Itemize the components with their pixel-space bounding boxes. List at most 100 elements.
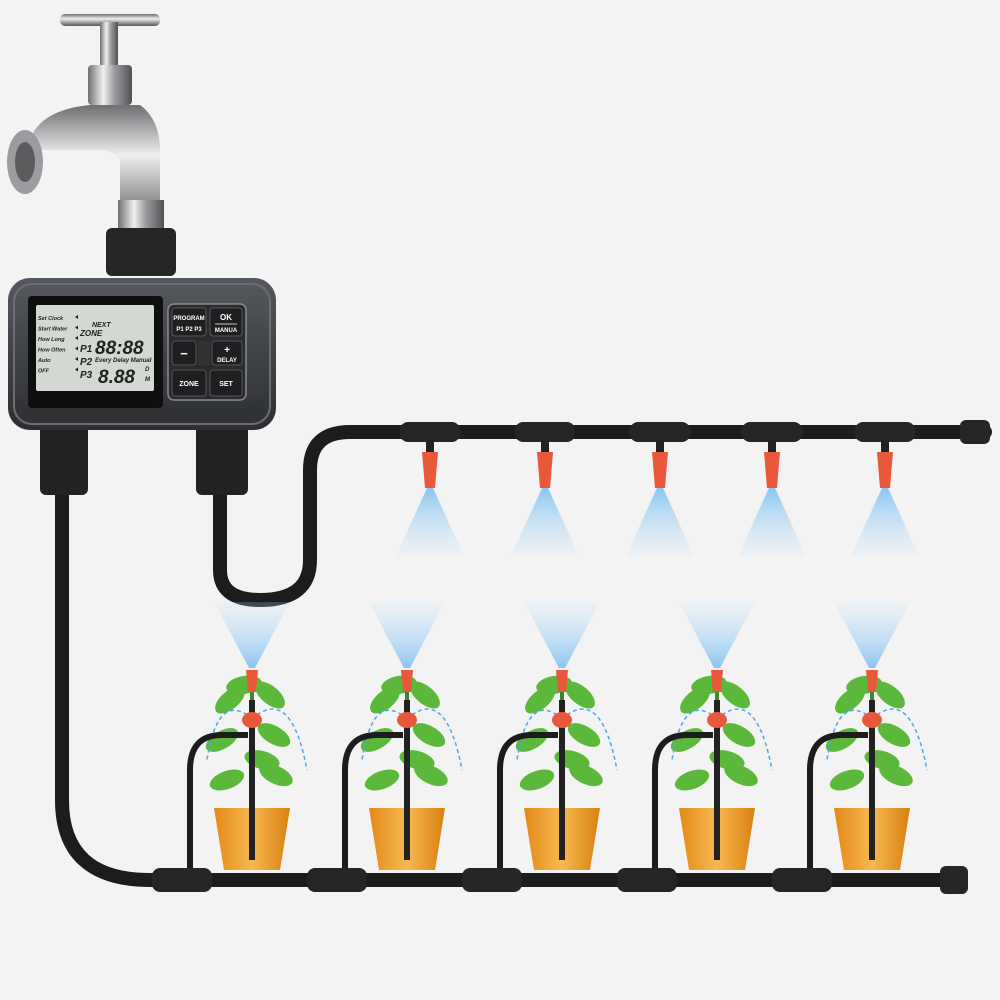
- tee-fitting: [515, 422, 575, 442]
- leaf: [875, 681, 905, 709]
- dripper-nozzle: [556, 670, 568, 692]
- leaf: [257, 723, 291, 747]
- feeder-tube: [187, 732, 248, 872]
- dripper-nozzle: [537, 452, 553, 488]
- water-spray: [214, 602, 290, 668]
- main-hose-top: [213, 425, 992, 608]
- feeder-tube: [497, 732, 558, 872]
- dripper-nozzle: [711, 670, 723, 692]
- water-arc: [876, 708, 928, 771]
- feeder-tube: [807, 732, 868, 872]
- feeder-tube: [342, 732, 403, 872]
- button-divider: [198, 341, 210, 365]
- leaf: [829, 769, 865, 791]
- potted-plant-with-stake: [772, 602, 928, 892]
- lcd-arrow-icon: [75, 346, 78, 351]
- water-arc: [721, 708, 773, 771]
- lcd-arrow-icon: [75, 325, 78, 330]
- tee-fitting: [742, 422, 802, 442]
- water-spray: [679, 602, 755, 668]
- dripper-nozzle: [401, 670, 413, 692]
- zone-button[interactable]: ZONE: [171, 369, 207, 397]
- water-spray: [511, 488, 579, 556]
- outlet-left: [40, 425, 88, 495]
- faucet-connector: [106, 228, 176, 276]
- leaf: [722, 723, 756, 747]
- lcd-menu-item: Auto: [37, 358, 51, 364]
- ok-manual-button[interactable]: OK MANUA: [209, 307, 243, 337]
- dripper-stem: [426, 440, 434, 454]
- leaf: [674, 769, 710, 791]
- lcd-arrow-icon: [75, 367, 78, 372]
- potted-plant-with-stake: [462, 602, 618, 892]
- stake-adjuster: [707, 712, 727, 728]
- lcd-duration: 8.88: [98, 367, 135, 388]
- dripper-nozzle: [422, 452, 438, 488]
- lcd-menu-item: How Long: [38, 337, 65, 343]
- plus-label: +: [224, 345, 230, 356]
- stake-adjuster: [862, 712, 882, 728]
- faucet: [7, 14, 176, 276]
- lcd-menu-item: How Often: [38, 348, 66, 354]
- top-drip-line: [396, 420, 990, 556]
- dripper-stem: [541, 440, 549, 454]
- drip-stake: [249, 700, 255, 860]
- water-spray: [524, 602, 600, 668]
- program-sub-label: P1 P2 P3: [176, 327, 202, 333]
- set-button[interactable]: SET: [209, 369, 243, 397]
- lcd-arrow-icon: [75, 336, 78, 340]
- leaf: [209, 769, 245, 791]
- set-label: SET: [219, 381, 233, 388]
- lcd-menu-item: OFF: [38, 369, 50, 375]
- leaf: [720, 681, 750, 709]
- end-cap: [940, 866, 968, 894]
- leaf: [877, 723, 911, 747]
- lcd-modes: Every Delay Manual: [95, 358, 152, 364]
- lcd-p1: P1: [80, 344, 93, 355]
- potted-plant-with-stake: [617, 602, 773, 892]
- tee-fitting: [772, 868, 832, 892]
- lcd-menu-item: Set Clock: [38, 316, 64, 322]
- minus-button[interactable]: −: [171, 340, 197, 366]
- lcd-menu-item: Start Water: [38, 327, 68, 333]
- water-spray: [738, 488, 806, 556]
- dripper-nozzle: [764, 452, 780, 488]
- zone-label: ZONE: [179, 381, 199, 388]
- manual-label: MANUA: [215, 328, 238, 334]
- water-spray: [851, 488, 919, 556]
- lcd-screen: [36, 305, 154, 391]
- main-hose-bottom: [55, 488, 967, 887]
- tee-fitting: [855, 422, 915, 442]
- lcd-zone: ZONE: [79, 329, 103, 338]
- minus-label: −: [180, 346, 188, 361]
- lcd-p3: P3: [80, 370, 93, 381]
- water-spray: [396, 488, 464, 556]
- lcd-next: NEXT: [92, 322, 111, 329]
- tee-fitting: [462, 868, 522, 892]
- leaf: [567, 723, 601, 747]
- tee-fitting: [400, 422, 460, 442]
- feeder-tube: [652, 732, 713, 872]
- leaf: [255, 681, 285, 709]
- potted-plants: [152, 602, 968, 894]
- program-button[interactable]: PROGRAM P1 P2 P3: [171, 307, 207, 337]
- plus-delay-button[interactable]: + DELAY: [211, 340, 243, 366]
- dripper-nozzle: [866, 670, 878, 692]
- potted-plant-with-stake: [152, 602, 308, 892]
- faucet-handle: [60, 14, 160, 26]
- end-cap: [960, 420, 990, 444]
- lcd-unit-m: M: [145, 377, 151, 383]
- lcd-arrow-icon: [75, 357, 78, 361]
- dripper-nozzle: [877, 452, 893, 488]
- dripper-stem: [656, 440, 664, 454]
- stake-adjuster: [397, 712, 417, 728]
- water-spray: [834, 602, 910, 668]
- drip-stake: [559, 700, 565, 860]
- drip-stake: [869, 700, 875, 860]
- dripper-stem: [768, 440, 776, 454]
- stake-adjuster: [552, 712, 572, 728]
